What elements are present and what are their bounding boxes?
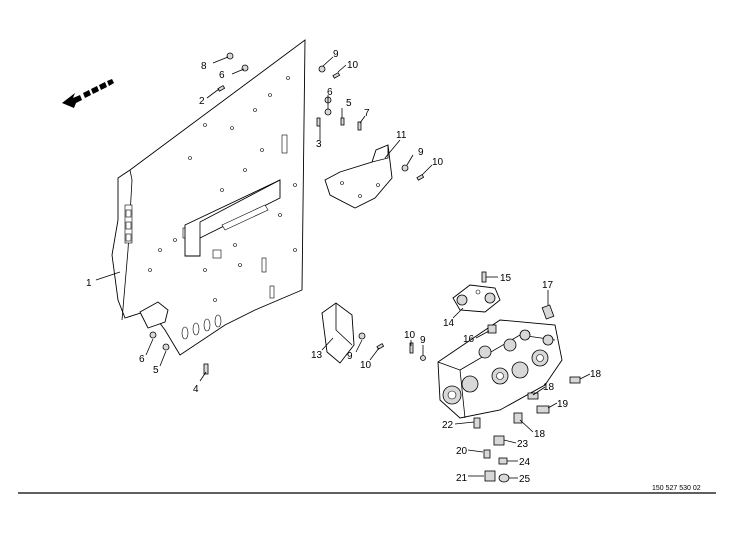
- callout-labels: 1 2 3 4 5 5 6 6 6 7 8 9 9 9 9 10 10 10 1…: [86, 49, 602, 485]
- callout-7: 7: [364, 108, 370, 119]
- callout-10b: 10: [432, 157, 444, 168]
- callout-5a: 5: [153, 365, 159, 376]
- angle-bracket: [321, 302, 355, 364]
- callout-6a: 6: [139, 354, 145, 365]
- fasteners: [149, 52, 581, 483]
- callout-5b: 5: [346, 98, 352, 109]
- support-bracket: [324, 144, 393, 209]
- callout-13: 13: [311, 350, 323, 361]
- callout-20: 20: [456, 446, 468, 457]
- callout-25: 25: [519, 474, 531, 485]
- callout-19: 19: [557, 399, 569, 410]
- callout-24: 24: [519, 457, 531, 468]
- callout-9c: 9: [347, 351, 353, 362]
- drawing-reference-number: 150 527 530 02: [652, 485, 701, 492]
- callout-10d: 10: [360, 360, 372, 371]
- mounting-plate: [111, 39, 306, 356]
- callout-10a: 10: [347, 60, 359, 71]
- callout-21: 21: [456, 473, 468, 484]
- callout-1: 1: [86, 278, 92, 289]
- callout-14: 14: [443, 318, 455, 329]
- callout-22: 22: [442, 420, 454, 431]
- callout-11: 11: [396, 130, 407, 141]
- callout-18c: 18: [534, 429, 546, 440]
- callout-17: 17: [542, 280, 554, 291]
- valve-block-assembly: [437, 319, 563, 419]
- small-valve: [452, 284, 501, 313]
- callout-6c: 6: [327, 87, 333, 98]
- callout-16: 16: [463, 334, 475, 345]
- callout-15: 15: [500, 273, 512, 284]
- callout-10c: 10: [404, 330, 416, 341]
- callout-9b: 9: [418, 147, 424, 158]
- callout-4: 4: [193, 384, 199, 395]
- callout-8: 8: [201, 61, 207, 72]
- callout-18b: 18: [590, 369, 602, 380]
- direction-arrow-icon: [62, 79, 114, 108]
- callout-2: 2: [199, 96, 205, 107]
- callout-23: 23: [517, 439, 529, 450]
- callout-18a: 18: [543, 382, 555, 393]
- callout-9d: 9: [420, 335, 426, 346]
- leader-lines: [95, 56, 591, 479]
- callout-6b: 6: [219, 70, 225, 81]
- callout-3: 3: [316, 139, 322, 150]
- callout-9a: 9: [333, 49, 339, 60]
